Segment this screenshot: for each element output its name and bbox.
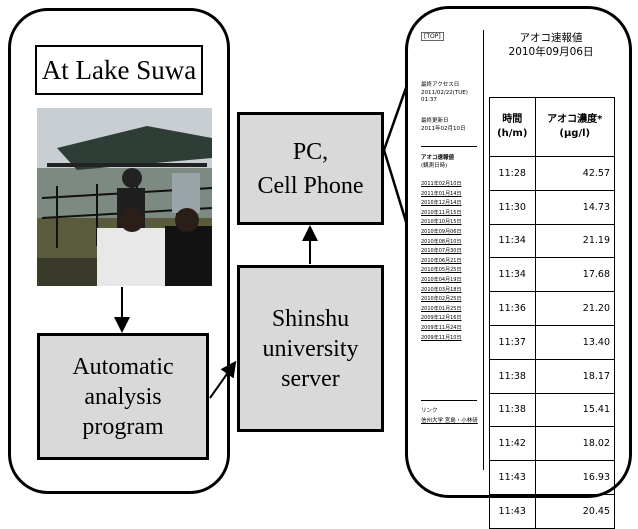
time-cell: 11:43	[489, 493, 536, 529]
date-link[interactable]: 2009年11月24日	[421, 324, 462, 331]
date-link[interactable]: 2010年02月25日	[421, 296, 462, 303]
top-link[interactable]: [TOP]	[421, 32, 444, 41]
field-photo-image	[37, 108, 212, 286]
value-cell: 21.20	[534, 291, 615, 326]
page-heading: アオコ速報値	[519, 32, 583, 44]
time-cell: 11:43	[489, 460, 536, 495]
value-cell: 14.73	[534, 189, 615, 225]
callout-pointer	[382, 84, 409, 226]
date-link[interactable]: 2010年05月25日	[421, 267, 462, 274]
pc-cellphone-box: PC, Cell Phone	[237, 112, 384, 225]
date-link[interactable]: 2010年03月18日	[421, 286, 462, 293]
date-link-list: 2011年02月10日 2011年01月14日 2010年12月14日 2010…	[421, 180, 479, 343]
date-link[interactable]: 2010年08月10日	[421, 238, 462, 245]
date-link[interactable]: 2010年01月25日	[421, 305, 462, 312]
value-cell: 21.19	[534, 223, 615, 259]
value-cell: 18.02	[534, 426, 615, 462]
web-main: アオコ速報値 2010年09月06日 時間 (h/m) アオコ濃度* (μg/l…	[484, 30, 618, 529]
value-cell: 16.93	[534, 460, 615, 495]
value-cell: 20.45	[534, 493, 615, 529]
server-box: Shinshu university server	[237, 265, 384, 432]
time-cell: 11:30	[489, 189, 536, 225]
date-link[interactable]: 2010年11月15日	[421, 209, 462, 216]
last-access-value: 2011/02/22(TUE) 01:37	[421, 90, 468, 103]
last-update-value: 2011年02月10日	[421, 126, 466, 132]
web-page-screenshot: [TOP] 最終アクセス日 2011/02/22(TUE) 01:37 最終更新…	[415, 30, 618, 529]
last-update-label: 最終更新日	[421, 118, 449, 124]
value-cell: 42.57	[534, 156, 615, 191]
col-time-header: 時間 (h/m)	[489, 97, 536, 157]
time-cell: 11:28	[489, 156, 536, 191]
arrow-program-to-server	[209, 360, 237, 399]
connector-arrows	[114, 84, 409, 399]
date-link[interactable]: 2011年02月10日	[421, 181, 462, 187]
time-cell: 11:38	[489, 392, 536, 428]
value-cell: 15.41	[534, 392, 615, 428]
date-link[interactable]: 2011年01月14日	[421, 190, 462, 197]
sidebar-divider	[421, 146, 477, 147]
date-link[interactable]: 2010年07月30日	[421, 248, 462, 255]
flash-label: アオコ速報値	[421, 155, 455, 161]
web-sidebar: [TOP] 最終アクセス日 2011/02/22(TUE) 01:37 最終更新…	[415, 30, 484, 470]
link-label: リンク	[421, 408, 438, 414]
date-link[interactable]: 2010年12月14日	[421, 200, 462, 207]
lab-link[interactable]: 信州大学 宮島・小林研	[421, 418, 478, 424]
location-title: At Lake Suwa	[35, 45, 203, 95]
field-photo	[37, 108, 212, 286]
col-concentration-header: アオコ濃度* (μg/l)	[534, 97, 615, 157]
time-cell: 11:34	[489, 223, 536, 259]
page-heading-date: 2010年09月06日	[508, 46, 594, 58]
last-access-label: 最終アクセス日	[421, 82, 460, 88]
date-link[interactable]: 2010年09月06日	[421, 228, 462, 235]
table-header-row: 時間 (h/m) アオコ濃度* (μg/l)	[489, 97, 615, 157]
date-link[interactable]: 2010年10月15日	[421, 219, 462, 226]
time-cell: 11:38	[489, 358, 536, 394]
value-cell: 18.17	[534, 358, 615, 394]
date-link[interactable]: 2009年11月10日	[421, 334, 462, 341]
date-link[interactable]: 2010年04月19日	[421, 276, 462, 283]
sidebar-divider	[421, 400, 477, 401]
value-cell: 13.40	[534, 324, 615, 360]
time-cell: 11:42	[489, 426, 536, 462]
time-cell: 11:34	[489, 257, 536, 293]
automatic-analysis-box: Automatic analysis program	[37, 333, 209, 460]
date-link[interactable]: 2010年06月21日	[421, 257, 462, 264]
time-cell: 11:37	[489, 324, 536, 360]
date-link[interactable]: 2009年12月16日	[421, 315, 462, 322]
time-cell: 11:36	[489, 291, 536, 326]
value-cell: 17.68	[534, 257, 615, 293]
flash-sub: (観測日時)	[421, 163, 448, 169]
